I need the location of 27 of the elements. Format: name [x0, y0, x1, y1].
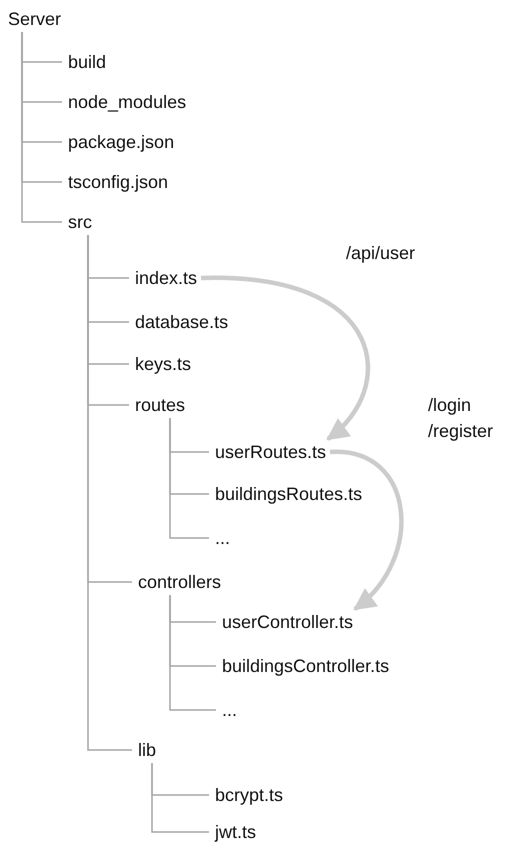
tree-item-label: ...: [222, 699, 238, 721]
tree-line: [169, 595, 216, 711]
tree-item-label: lib: [138, 739, 156, 761]
tree-item-label: ...: [215, 527, 230, 549]
tree-line: [87, 235, 132, 751]
tree-item-label: database.ts: [135, 311, 228, 333]
curved-arrow: [330, 450, 404, 611]
tree-line: [21, 32, 62, 223]
curved-arrow: [200, 276, 370, 441]
tree-item-label: controllers: [138, 571, 222, 593]
tree-item-label: index.ts: [135, 267, 198, 289]
tree-item-label: build: [68, 51, 106, 73]
tree-item-label: node_modules: [68, 91, 186, 113]
tree-item-label: keys.ts: [135, 353, 192, 375]
tree-item-label: Server: [8, 8, 62, 30]
tree-item-label: buildingsRoutes.ts: [215, 483, 362, 505]
tree-item-label: jwt.ts: [215, 821, 256, 843]
tree-item-label: src: [68, 211, 92, 233]
tree-line: [169, 418, 209, 539]
tree-item-label: tsconfig.json: [68, 171, 168, 193]
tree-item-label: routes: [135, 394, 186, 416]
tree-line: [151, 763, 209, 833]
tree-item-label: package.json: [68, 131, 174, 153]
tree-item-label: userController.ts: [222, 611, 354, 633]
tree-item-label: buildingsController.ts: [222, 655, 390, 677]
tree-item-label: bcrypt.ts: [215, 784, 284, 806]
tree-item-label: userRoutes.ts: [215, 441, 326, 463]
